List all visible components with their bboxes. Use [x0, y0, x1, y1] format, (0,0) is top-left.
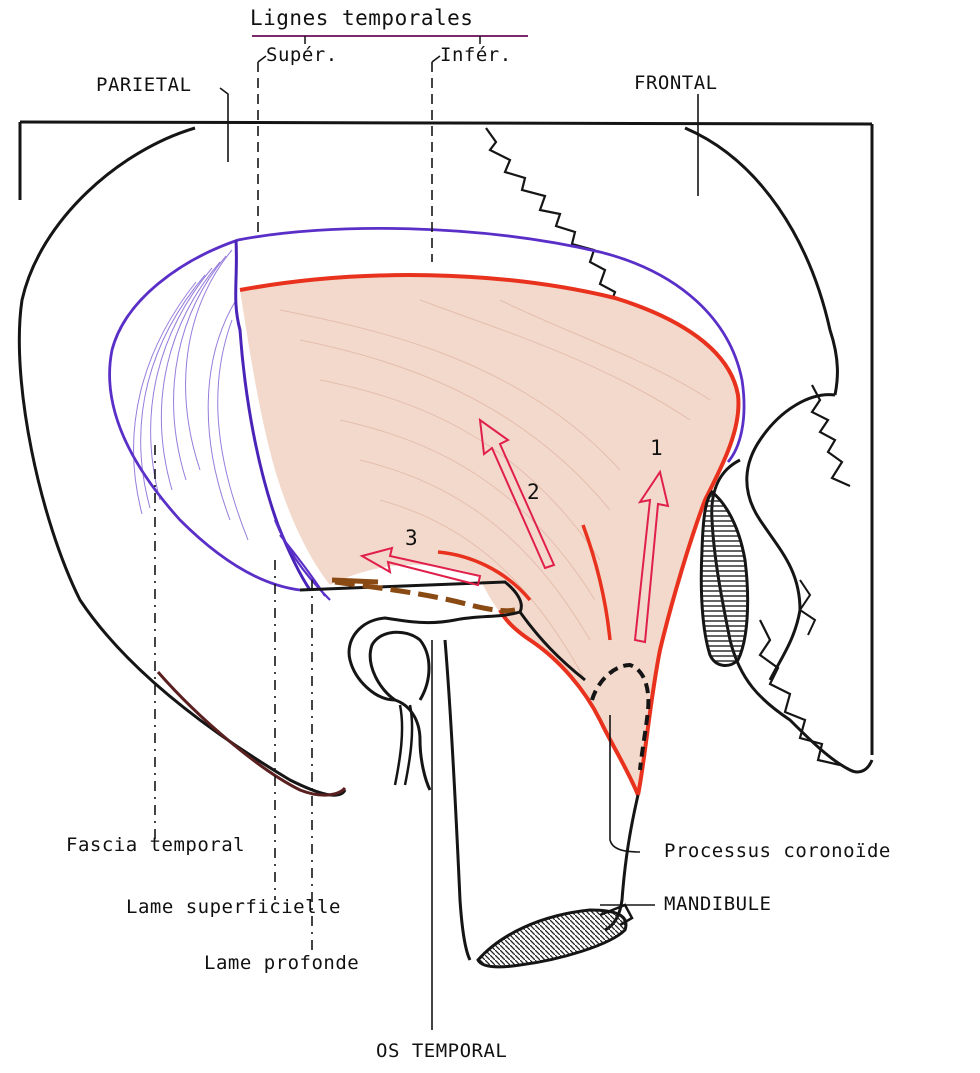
os-temporal-label: OS TEMPORAL: [376, 1040, 507, 1062]
lame-superficielle-label: Lame superficielle: [126, 896, 341, 918]
frontozygomatic-suture: [812, 385, 850, 486]
temporal-fossa-inner: [370, 632, 429, 700]
nasal-suture: [800, 580, 815, 635]
infer-label: Infér.: [440, 44, 512, 66]
parietal-label: PARIETAL: [96, 74, 192, 96]
temporalis-muscle: [240, 275, 738, 795]
processus-coronoide-label: Processus coronoïde: [664, 840, 891, 862]
orbit-outline: [747, 395, 835, 680]
arrow-1-number: 1: [650, 436, 663, 460]
styloid-process: [395, 705, 412, 785]
zygoma-section-hatched: [701, 492, 747, 665]
zygomaticomaxillary-suture: [760, 620, 840, 765]
coronal-suture: [486, 128, 615, 300]
arrow-2-number: 2: [527, 480, 540, 504]
mandibule-label: MANDIBULE: [664, 893, 771, 915]
tendon-solid: [332, 580, 378, 582]
mandible-section-hatched: [478, 910, 626, 967]
ramus-posterior: [445, 640, 470, 960]
lignes-temporales-label: Lignes temporales: [250, 6, 473, 30]
temporal-bone-body: [349, 612, 520, 790]
fascia-striations: [134, 250, 248, 540]
occipital-dark-line: [158, 672, 345, 795]
frontal-label: FRONTAL: [634, 72, 718, 94]
super-label: Supér.: [266, 44, 338, 66]
arrow-3-number: 3: [405, 526, 418, 550]
fascia-temporal-label: Fascia temporal: [66, 834, 245, 856]
lame-profonde-label: Lame profonde: [204, 952, 359, 974]
